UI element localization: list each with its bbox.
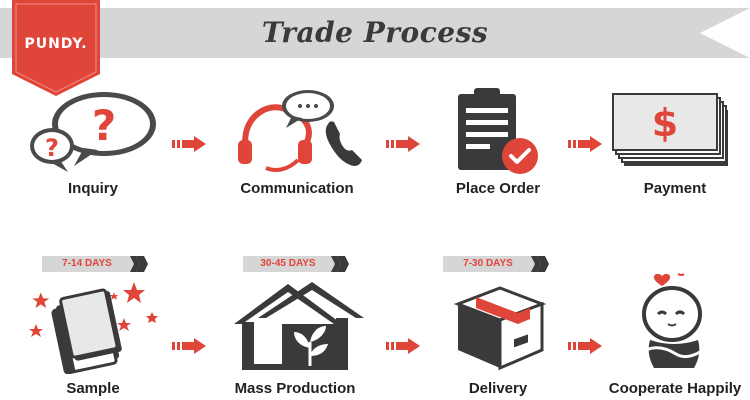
- arrow-right-icon: [172, 136, 206, 152]
- svg-text:?: ?: [92, 101, 116, 150]
- duration-tag-delivery: [443, 256, 549, 272]
- step-label-payment: Payment: [643, 180, 707, 197]
- step-label-cooperate-happily: Cooperate Happily: [608, 380, 742, 397]
- question-bubbles-icon: ? ?: [30, 92, 156, 172]
- money-stack-icon: $: [612, 93, 728, 166]
- logo-ribbon: [12, 0, 100, 96]
- page-title: Trade Process: [261, 16, 489, 49]
- logo-text: PUNDY.: [24, 36, 88, 52]
- arrow-right-icon: [568, 136, 602, 152]
- step-label-inquiry: Inquiry: [67, 180, 118, 197]
- arrow-right-icon: [386, 338, 420, 354]
- duration-label-sample: 7-14 DAYS: [62, 258, 112, 269]
- step-label-place-order: Place Order: [455, 180, 541, 197]
- duration-tag-mass-production: [243, 256, 349, 272]
- arrow-right-icon: [386, 136, 420, 152]
- duration-label-delivery: 7-30 DAYS: [463, 258, 513, 269]
- step-label-mass-production: Mass Production: [234, 380, 356, 397]
- duration-tag-sample: [42, 256, 148, 272]
- duration-label-mass-production: 30-45 DAYS: [260, 258, 316, 269]
- book-stars-icon: [29, 282, 158, 374]
- step-label-delivery: Delivery: [468, 380, 528, 397]
- step-label-communication: Communication: [240, 180, 354, 197]
- svg-text:$: $: [652, 101, 678, 145]
- arrow-right-icon: [172, 338, 206, 354]
- happy-hug-icon: [642, 273, 702, 368]
- step-label-sample: Sample: [66, 380, 120, 397]
- package-box-icon: [453, 286, 547, 371]
- title-banner: [0, 8, 750, 58]
- clipboard-check-icon: [458, 88, 538, 174]
- headset-phone-icon: [238, 90, 362, 172]
- house-plant-icon: [234, 282, 364, 370]
- arrow-right-icon: [568, 338, 602, 354]
- svg-text:?: ?: [45, 134, 59, 162]
